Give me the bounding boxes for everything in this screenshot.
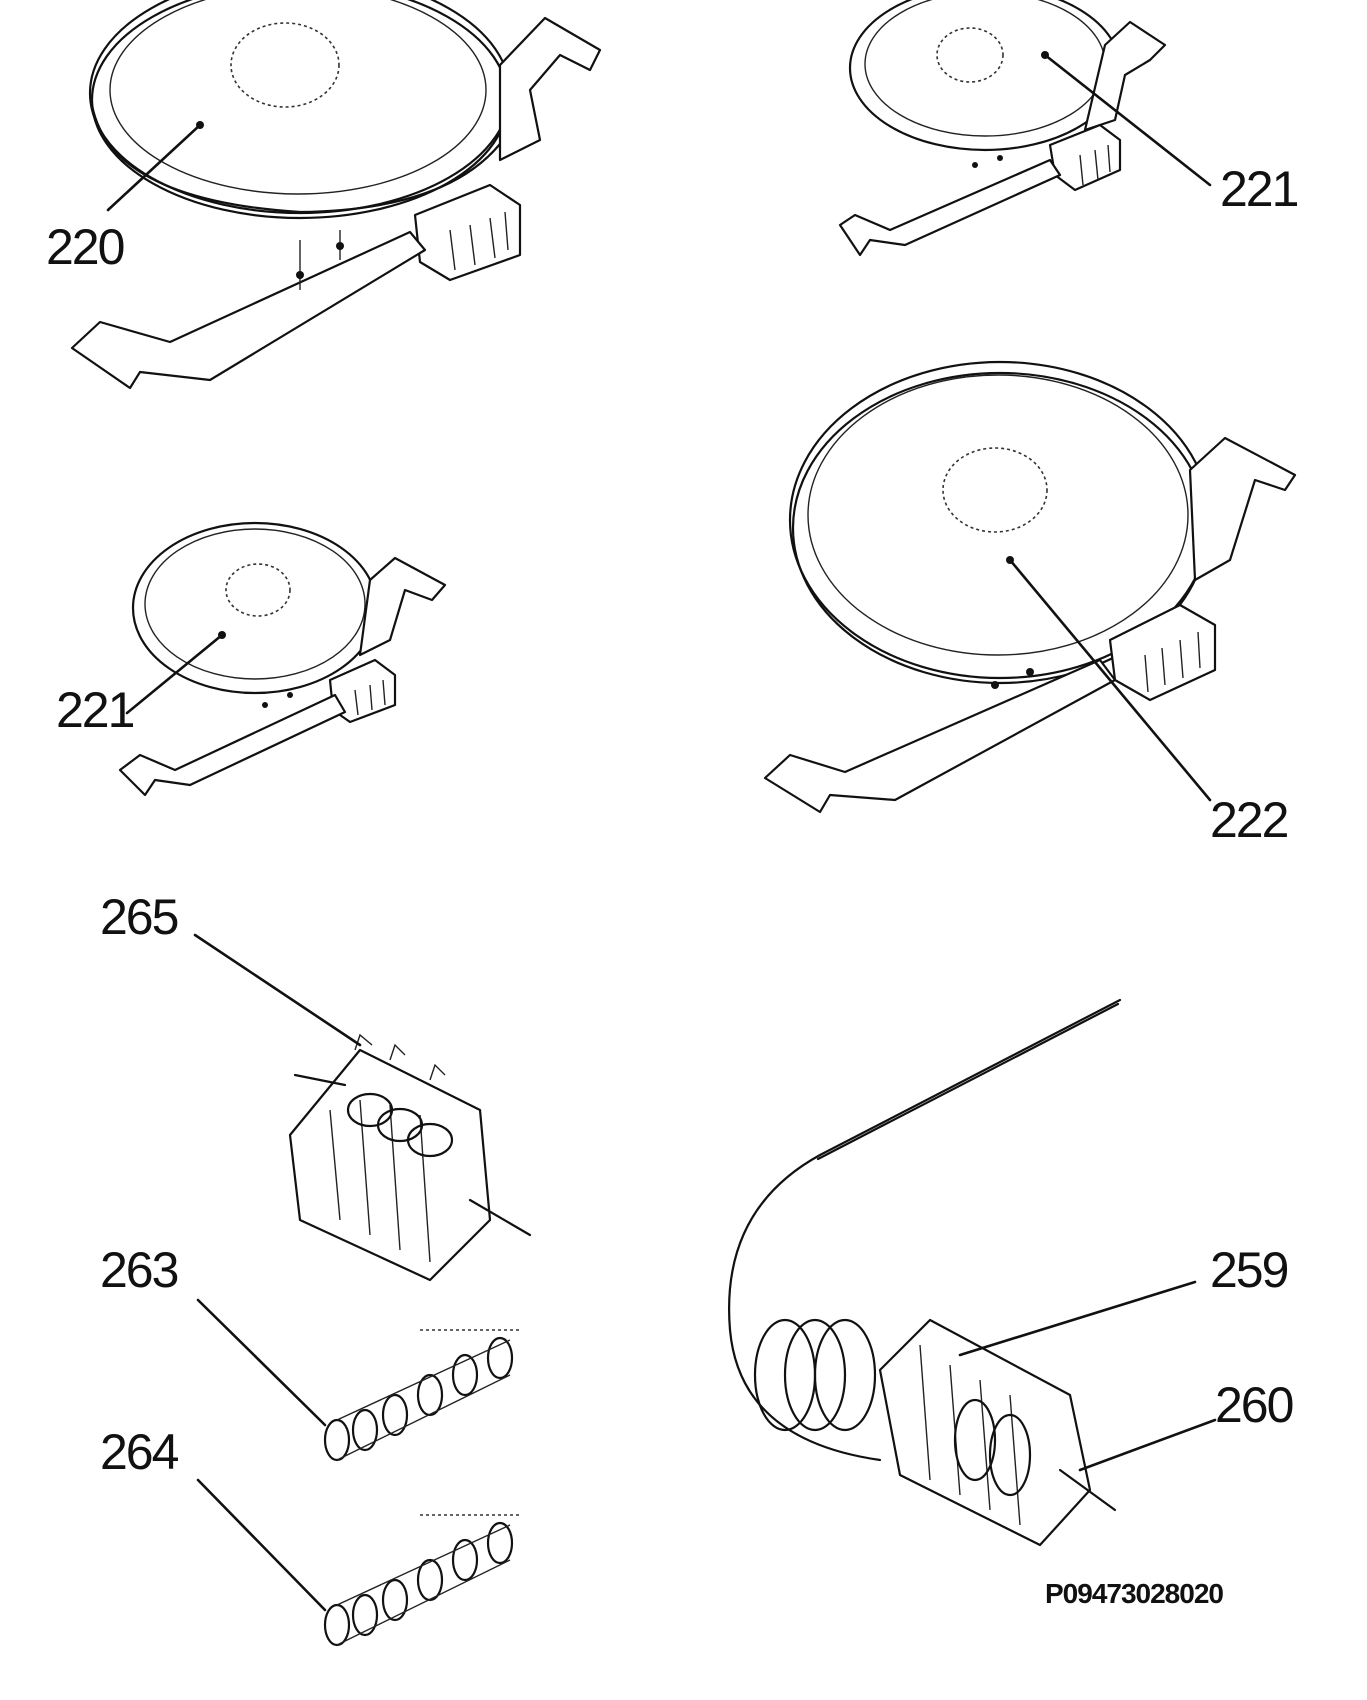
leader-lines [106, 51, 1217, 1612]
leader-259 [958, 1280, 1197, 1357]
part-label-221-left: 221 [56, 682, 135, 738]
part-label-222: 222 [1210, 792, 1289, 848]
leader-222 [1008, 558, 1212, 802]
leader-260 [1078, 1418, 1217, 1472]
part-label-259: 259 [1210, 1242, 1289, 1298]
leader-265 [193, 933, 362, 1047]
part-label-221-top: 221 [1220, 161, 1299, 217]
thermostat-259-260 [728, 998, 1122, 1547]
leader-220 [106, 123, 202, 212]
leader-263 [196, 1298, 327, 1427]
hotplate-221-left [118, 521, 447, 797]
hotplate-221-top [838, 0, 1167, 257]
cam-264 [323, 1514, 520, 1647]
drawing-code: P09473028020 [1045, 1578, 1224, 1609]
part-label-220: 220 [46, 219, 125, 275]
switch-265 [288, 1033, 532, 1282]
part-label-263: 263 [100, 1242, 179, 1298]
part-label-265: 265 [100, 889, 179, 945]
part-label-260: 260 [1215, 1377, 1294, 1433]
leader-221-top [1043, 53, 1212, 187]
leader-264 [196, 1478, 327, 1612]
cam-263 [323, 1329, 520, 1462]
leader-221-left [125, 633, 224, 715]
part-label-264: 264 [100, 1424, 179, 1480]
hotplate-222 [763, 360, 1297, 814]
hotplate-220 [70, 0, 602, 390]
